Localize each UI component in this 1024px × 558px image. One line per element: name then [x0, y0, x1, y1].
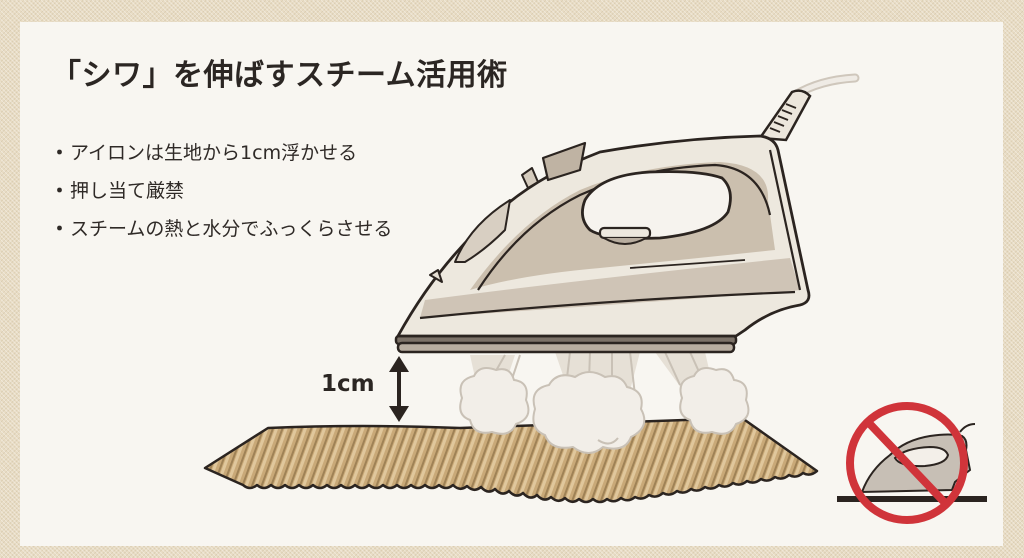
fabric-icon [203, 416, 819, 504]
bullet-marker: ・ [50, 142, 70, 164]
bullet-marker: ・ [50, 180, 70, 202]
tip-item: ・ スチームの熱と水分でふっくらさせる [50, 210, 392, 248]
tip-text: アイロンは生地から1cm浮かせる [70, 142, 358, 164]
no-pressing-iron-icon [837, 402, 987, 524]
steam-icon [459, 351, 750, 454]
tip-text: スチームの熱と水分でふっくらさせる [70, 218, 393, 240]
tip-item: ・ 押し当て厳禁 [50, 172, 392, 210]
bullet-marker: ・ [50, 218, 70, 240]
steam-iron-icon [394, 134, 811, 354]
page-title: 「シワ」を伸ばすスチーム活用術 [51, 58, 508, 93]
tip-text: 押し当て厳禁 [70, 180, 185, 202]
double-arrow-vertical-icon [389, 356, 409, 422]
power-cord-icon [757, 73, 860, 142]
tip-item: ・ アイロンは生地から1cm浮かせる [50, 134, 392, 172]
gap-measurement-label: 1cm [321, 371, 375, 397]
tips-list: ・ アイロンは生地から1cm浮かせる ・ 押し当て厳禁 ・ スチームの熱と水分で… [50, 134, 392, 248]
